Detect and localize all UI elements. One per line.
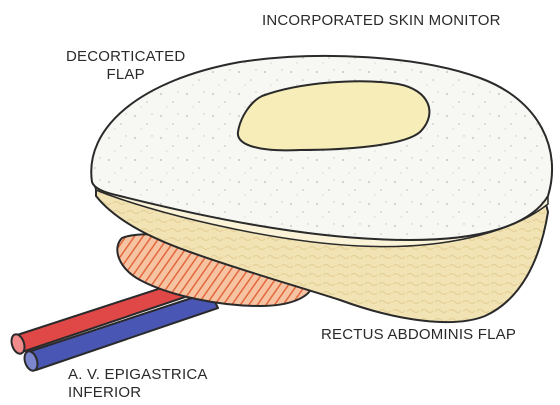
label-text: DECORTICATED (66, 48, 185, 66)
label-text: A. V. EPIGASTRICA (68, 366, 208, 384)
label-incorporated-skin-monitor: INCORPORATED SKIN MONITOR (262, 12, 501, 30)
label-decorticated-flap: DECORTICATED FLAP (66, 48, 185, 84)
label-text: RECTUS ABDOMINIS FLAP (321, 326, 516, 344)
label-rectus-abdominis-flap: RECTUS ABDOMINIS FLAP (321, 326, 516, 344)
label-epigastrica-inferior: A. V. EPIGASTRICA INFERIOR (68, 366, 208, 402)
label-text: INFERIOR (68, 384, 208, 402)
label-text: INCORPORATED SKIN MONITOR (262, 12, 501, 30)
label-text: FLAP (66, 66, 185, 84)
